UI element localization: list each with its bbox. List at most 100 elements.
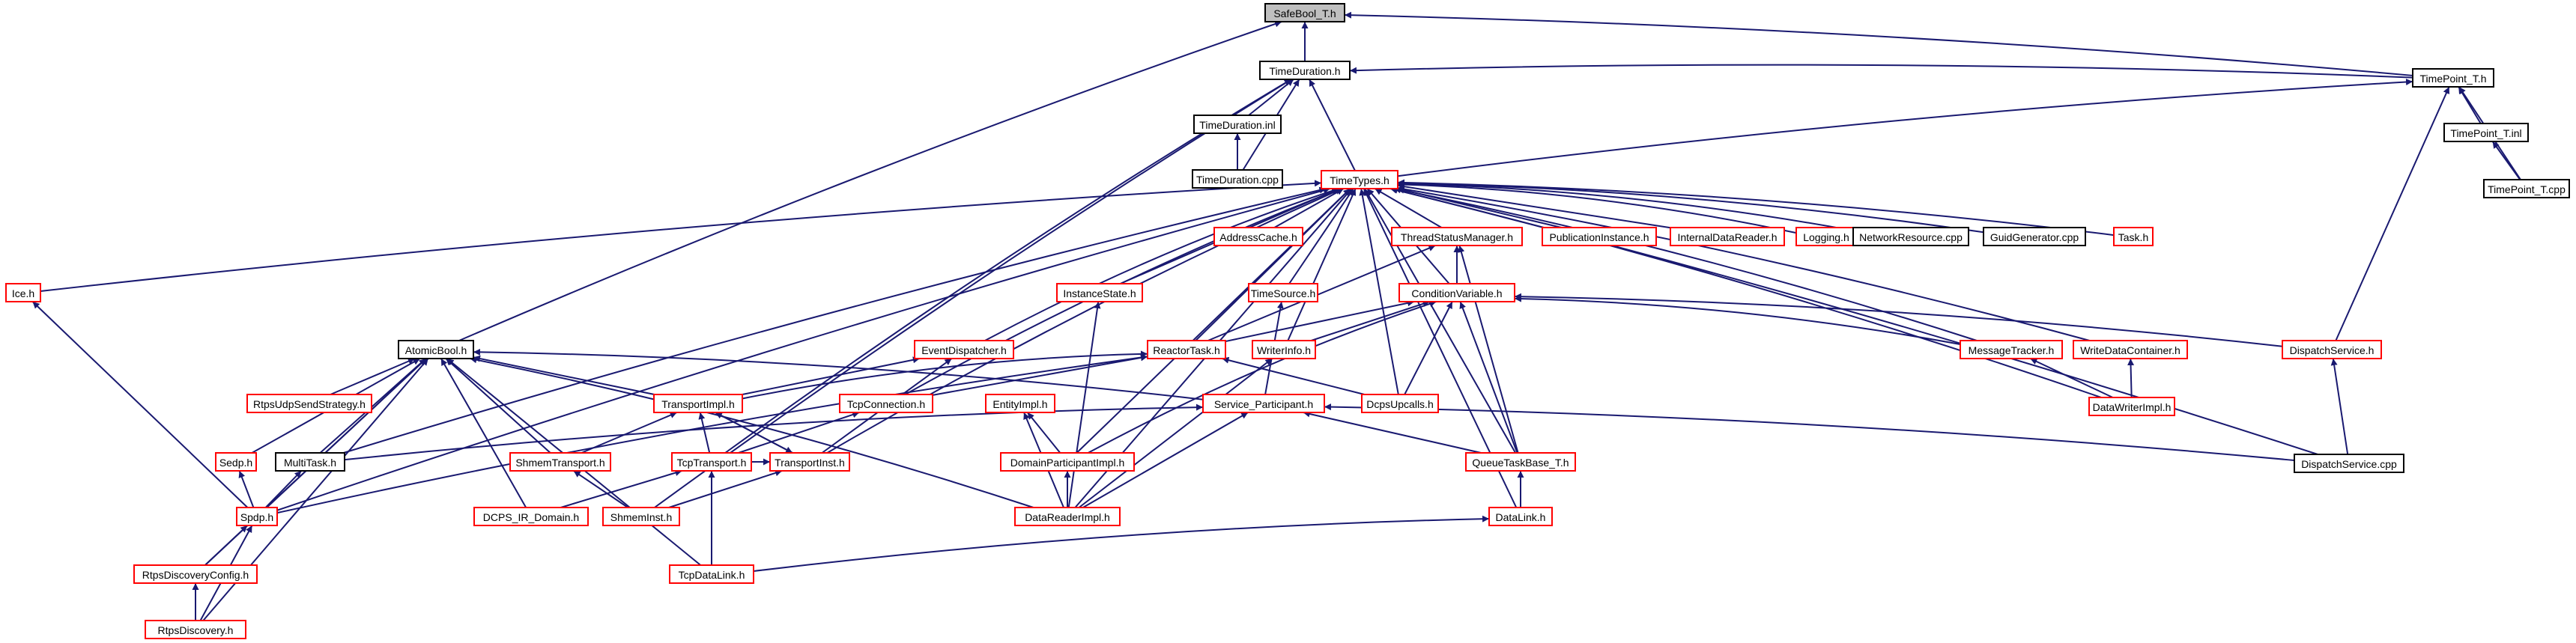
node-box-rtpsdiscovery[interactable] [145,620,246,639]
node-timesource[interactable]: TimeSource.h [1248,283,1318,302]
node-box-queuetaskbase[interactable] [1465,452,1576,472]
node-msgtracker[interactable]: MessageTracker.h [1960,340,2063,359]
node-box-atomicbool[interactable] [398,340,474,359]
node-ice[interactable]: Ice.h [5,283,41,302]
node-timepointcpp[interactable]: TimePoint_T.cpp [2483,179,2570,198]
node-box-timeduration[interactable] [1259,61,1351,80]
node-box-networkres[interactable] [1852,227,1969,246]
node-box-datawriterimpl[interactable] [2088,397,2175,416]
node-rtpsdiscovery[interactable]: RtpsDiscovery.h [145,620,246,639]
node-spdp[interactable]: Spdp.h [236,507,278,526]
node-timepointinl[interactable]: TimePoint_T.inl [2443,123,2529,142]
node-box-instancestate[interactable] [1056,283,1143,302]
node-domainpartimpl[interactable]: DomainParticipantImpl.h [1000,452,1135,472]
node-instancestate[interactable]: InstanceState.h [1056,283,1143,302]
node-box-timepointcpp[interactable] [2483,179,2570,198]
node-transportinst[interactable]: TransportInst.h [769,452,850,472]
node-datawriterimpl[interactable]: DataWriterImpl.h [2088,397,2175,416]
node-box-transportimpl[interactable] [653,394,743,413]
node-transportimpl[interactable]: TransportImpl.h [653,394,743,413]
node-box-tcptransport[interactable] [671,452,752,472]
node-internaldr[interactable]: InternalDataReader.h [1670,227,1785,246]
node-box-pubinstance[interactable] [1542,227,1657,246]
node-condvar[interactable]: ConditionVariable.h [1398,283,1515,302]
node-sedp[interactable]: Sedp.h [215,452,257,472]
node-datareaderimpl[interactable]: DataReaderImpl.h [1014,507,1121,526]
node-box-entityimpl[interactable] [985,394,1055,413]
node-networkres[interactable]: NetworkResource.cpp [1852,227,1969,246]
node-reactortask[interactable]: ReactorTask.h [1147,340,1226,359]
node-box-ice[interactable] [5,283,41,302]
node-shmemtransport[interactable]: ShmemTransport.h [509,452,611,472]
node-entityimpl[interactable]: EntityImpl.h [985,394,1055,413]
node-timedurationcpp[interactable]: TimeDuration.cpp [1192,169,1283,189]
node-atomicbool[interactable]: AtomicBool.h [398,340,474,359]
node-box-writedatacont[interactable] [2073,340,2188,359]
node-addresscache[interactable]: AddressCache.h [1213,227,1303,246]
node-box-threadstatus[interactable] [1391,227,1523,246]
node-box-shmeminst[interactable] [602,507,680,526]
node-logging[interactable]: Logging.h [1795,227,1857,246]
node-box-timepointinl[interactable] [2443,123,2529,142]
node-timepoint[interactable]: TimePoint_T.h [2412,68,2494,88]
node-box-internaldr[interactable] [1670,227,1785,246]
node-box-condvar[interactable] [1398,283,1515,302]
node-box-msgtracker[interactable] [1960,340,2063,359]
node-safebool[interactable]: SafeBool_T.h [1264,3,1345,22]
node-box-task[interactable] [2113,227,2154,246]
node-dispatchsvc[interactable]: DispatchService.h [2282,340,2382,359]
node-shmeminst[interactable]: ShmemInst.h [602,507,680,526]
node-box-timepoint[interactable] [2412,68,2494,88]
node-writerinfo[interactable]: WriterInfo.h [1252,340,1316,359]
node-rtpsdiscconfig[interactable]: RtpsDiscoveryConfig.h [133,564,258,584]
node-box-safebool[interactable] [1264,3,1345,22]
node-box-domainpartimpl[interactable] [1000,452,1135,472]
node-box-sedp[interactable] [215,452,257,472]
node-rtpsudp[interactable]: RtpsUdpSendStrategy.h [246,394,372,413]
node-threadstatus[interactable]: ThreadStatusManager.h [1391,227,1523,246]
node-box-datalink[interactable] [1488,507,1553,526]
node-serviceparticipant[interactable]: Service_Participant.h [1202,394,1325,413]
node-box-rtpsudp[interactable] [246,394,372,413]
node-writedatacont[interactable]: WriteDataContainer.h [2073,340,2188,359]
node-box-dcpsirdomain[interactable] [473,507,589,526]
node-box-datareaderimpl[interactable] [1014,507,1121,526]
node-box-shmemtransport[interactable] [509,452,611,472]
node-tcpconn[interactable]: TcpConnection.h [839,394,933,413]
node-dcpsirdomain[interactable]: DCPS_IR_Domain.h [473,507,589,526]
node-timeduration[interactable]: TimeDuration.h [1259,61,1351,80]
node-box-timedurationcpp[interactable] [1192,169,1283,189]
node-queuetaskbase[interactable]: QueueTaskBase_T.h [1465,452,1576,472]
node-eventdisp[interactable]: EventDispatcher.h [914,340,1014,359]
node-box-spdp[interactable] [236,507,278,526]
node-timedurationinl[interactable]: TimeDuration.inl [1193,115,1282,134]
node-box-timetypes[interactable] [1321,170,1398,189]
node-timetypes[interactable]: TimeTypes.h [1321,170,1398,189]
node-multitask[interactable]: MultiTask.h [275,452,345,472]
node-task[interactable]: Task.h [2113,227,2154,246]
node-box-timedurationinl[interactable] [1193,115,1282,134]
node-box-dispatchsvccpp[interactable] [2294,454,2404,473]
node-dcpsupcalls[interactable]: DcpsUpcalls.h [1361,394,1439,413]
node-box-reactortask[interactable] [1147,340,1226,359]
node-dispatchsvccpp[interactable]: DispatchService.cpp [2294,454,2404,473]
node-pubinstance[interactable]: PublicationInstance.h [1542,227,1657,246]
node-box-dispatchsvc[interactable] [2282,340,2382,359]
node-box-timesource[interactable] [1248,283,1318,302]
node-box-serviceparticipant[interactable] [1202,394,1325,413]
node-guidgen[interactable]: GuidGenerator.cpp [1983,227,2086,246]
node-box-multitask[interactable] [275,452,345,472]
node-box-dcpsupcalls[interactable] [1361,394,1439,413]
node-tcptransport[interactable]: TcpTransport.h [671,452,752,472]
node-box-addresscache[interactable] [1213,227,1303,246]
node-box-logging[interactable] [1795,227,1857,246]
node-box-guidgen[interactable] [1983,227,2086,246]
node-tcpdatalink[interactable]: TcpDataLink.h [669,564,754,584]
node-box-eventdisp[interactable] [914,340,1014,359]
node-datalink[interactable]: DataLink.h [1488,507,1553,526]
node-box-tcpdatalink[interactable] [669,564,754,584]
node-box-writerinfo[interactable] [1252,340,1316,359]
node-box-rtpsdiscconfig[interactable] [133,564,258,584]
node-box-transportinst[interactable] [769,452,850,472]
node-box-tcpconn[interactable] [839,394,933,413]
